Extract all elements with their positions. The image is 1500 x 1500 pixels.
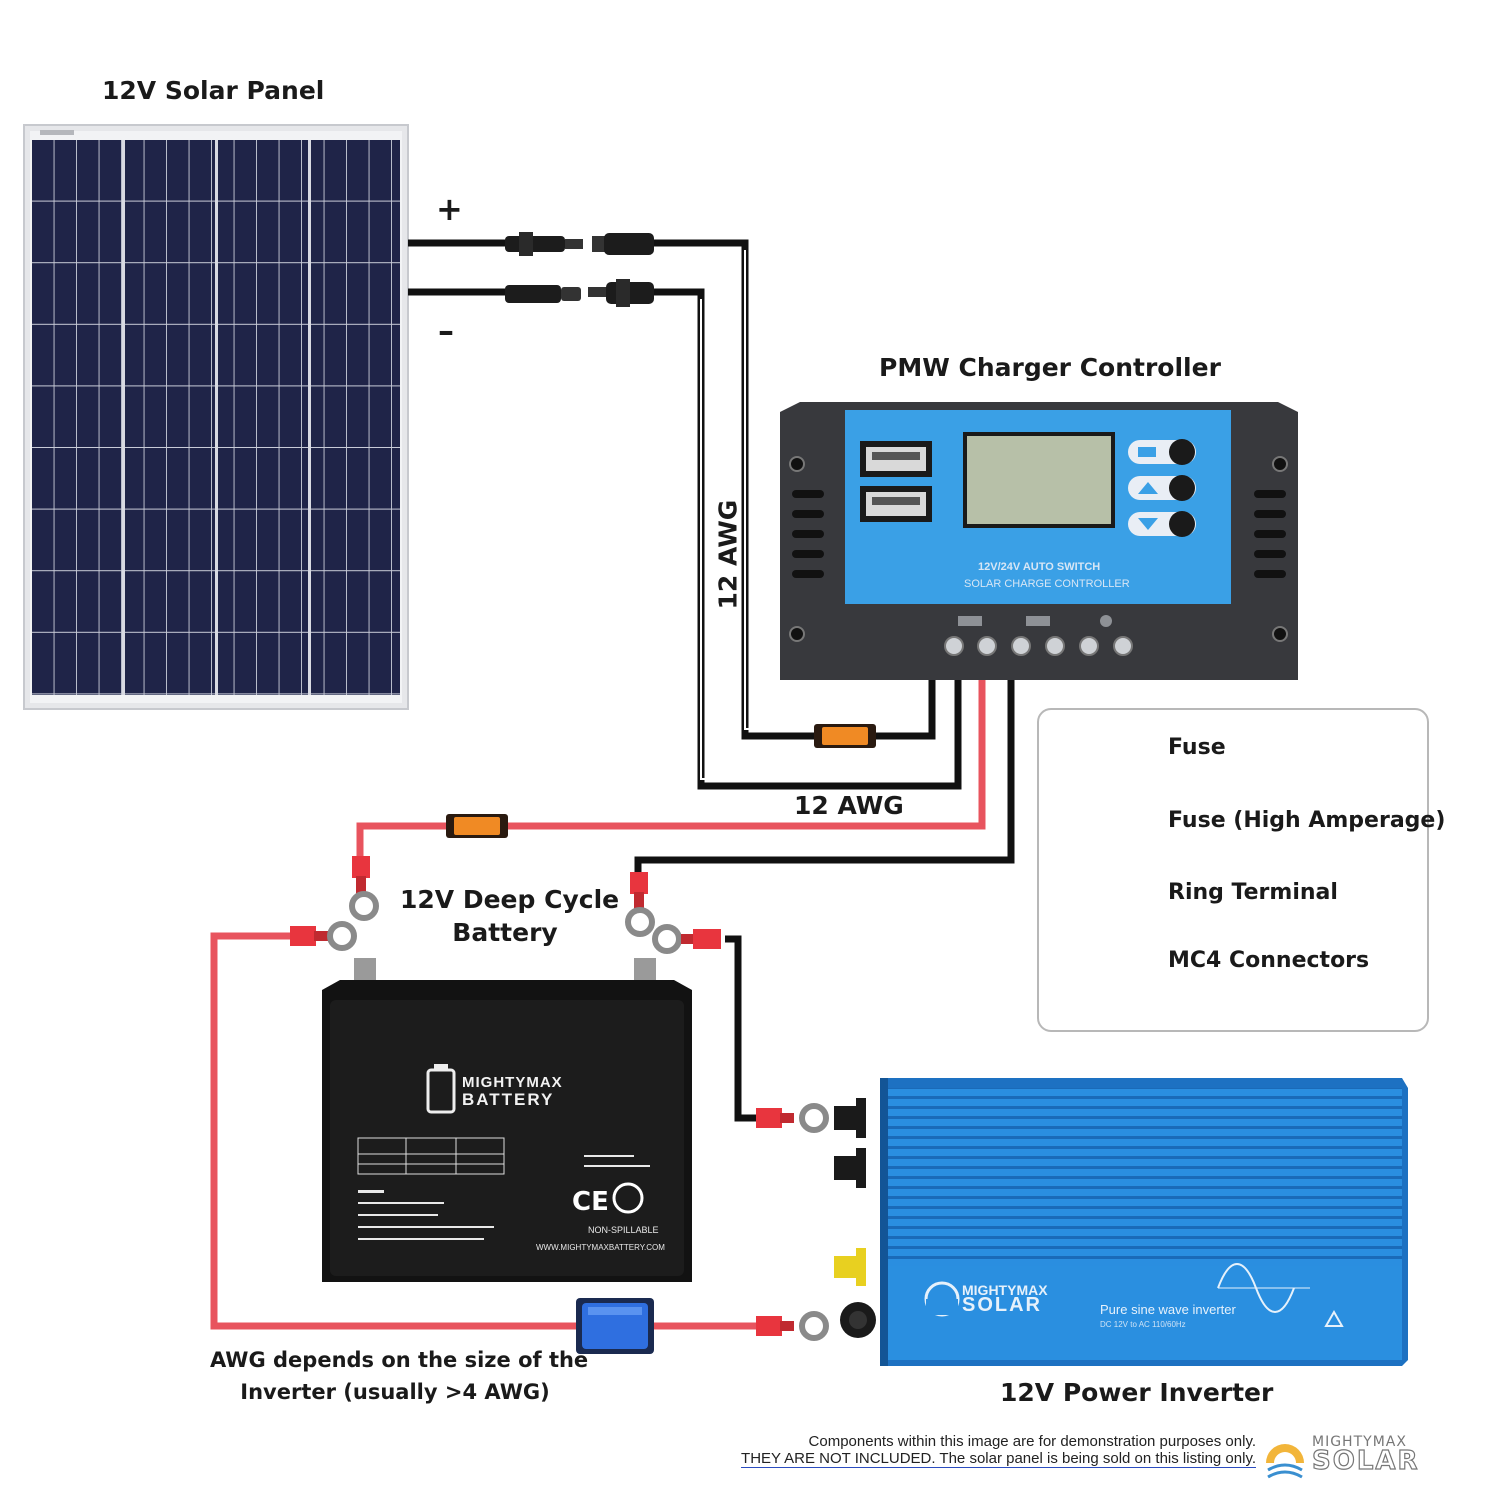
disclaimer-line1: Components within this image are for dem… (808, 1433, 1256, 1450)
charger-controller-label: PMW Charger Controller (879, 353, 1221, 382)
negative-label: – (438, 312, 454, 350)
awg-note-line1: AWG depends on the size of the (210, 1348, 589, 1372)
red-wires (210, 680, 986, 1330)
mc4-connectors (505, 232, 654, 307)
charge-controller (780, 402, 1298, 680)
awg-note-line2: Inverter (usually >4 AWG) (240, 1380, 550, 1404)
battery-label-line1: 12V Deep Cycle (400, 885, 620, 914)
battery-brand-line1: MIGHTYMAX (462, 1074, 563, 1091)
solar-panel (23, 124, 409, 710)
legend-fuse-label: Fuse (1168, 735, 1226, 760)
high-amperage-fuse (576, 1298, 654, 1354)
legend-ring-terminal-label: Ring Terminal (1168, 880, 1338, 905)
legend-high-amperage-fuse-label: Fuse (High Amperage) (1168, 808, 1446, 833)
awg-vertical-label: 12 AWG (713, 499, 743, 610)
battery-brand-line2: BATTERY (462, 1090, 555, 1109)
controller-text-line2: SOLAR CHARGE CONTROLLER (964, 578, 1130, 590)
fuse-controller (814, 724, 876, 748)
brand-logo-icon (1264, 1444, 1306, 1483)
controller-text-line1: 12V/24V AUTO SWITCH (978, 561, 1101, 573)
battery-website: WWW.MIGHTYMAXBATTERY.COM (536, 1243, 665, 1252)
legend (1037, 708, 1429, 1032)
battery: CE (322, 958, 692, 1282)
footer-brand-line2: SOLAR (1311, 1445, 1420, 1476)
svg-text:CE: CE (572, 1187, 609, 1217)
solar-panel-label: 12V Solar Panel (102, 76, 325, 105)
disclaimer-line2: THEY ARE NOT INCLUDED. The solar panel i… (741, 1450, 1256, 1468)
inverter-brand-line1: MIGHTYMAX (962, 1282, 1048, 1298)
inverter-product: Pure sine wave inverter (1100, 1302, 1236, 1317)
inverter-spec: DC 12V to AC 110/60Hz (1100, 1320, 1186, 1329)
positive-label: + (436, 190, 463, 228)
footer-brand-line1: MIGHTYMAX (1312, 1434, 1407, 1450)
inverter-label: 12V Power Inverter (1000, 1378, 1274, 1407)
footer-brand-logo: MIGHTYMAX SOLAR (1262, 1432, 1462, 1482)
disclaimer: Components within this image are for dem… (741, 1433, 1256, 1468)
legend-mc4-connector-label: MC4 Connectors (1168, 948, 1370, 973)
battery-non-spillable: NON-SPILLABLE (588, 1225, 659, 1235)
awg-horizontal-label: 12 AWG (794, 791, 904, 820)
fuse-battery (446, 814, 508, 838)
black-wires (408, 239, 1015, 1122)
inverter-brand-line2: SOLAR (962, 1294, 1042, 1316)
ring-terminals (290, 856, 829, 1341)
power-inverter (834, 1078, 1408, 1366)
battery-label-line2: Battery (452, 918, 558, 947)
